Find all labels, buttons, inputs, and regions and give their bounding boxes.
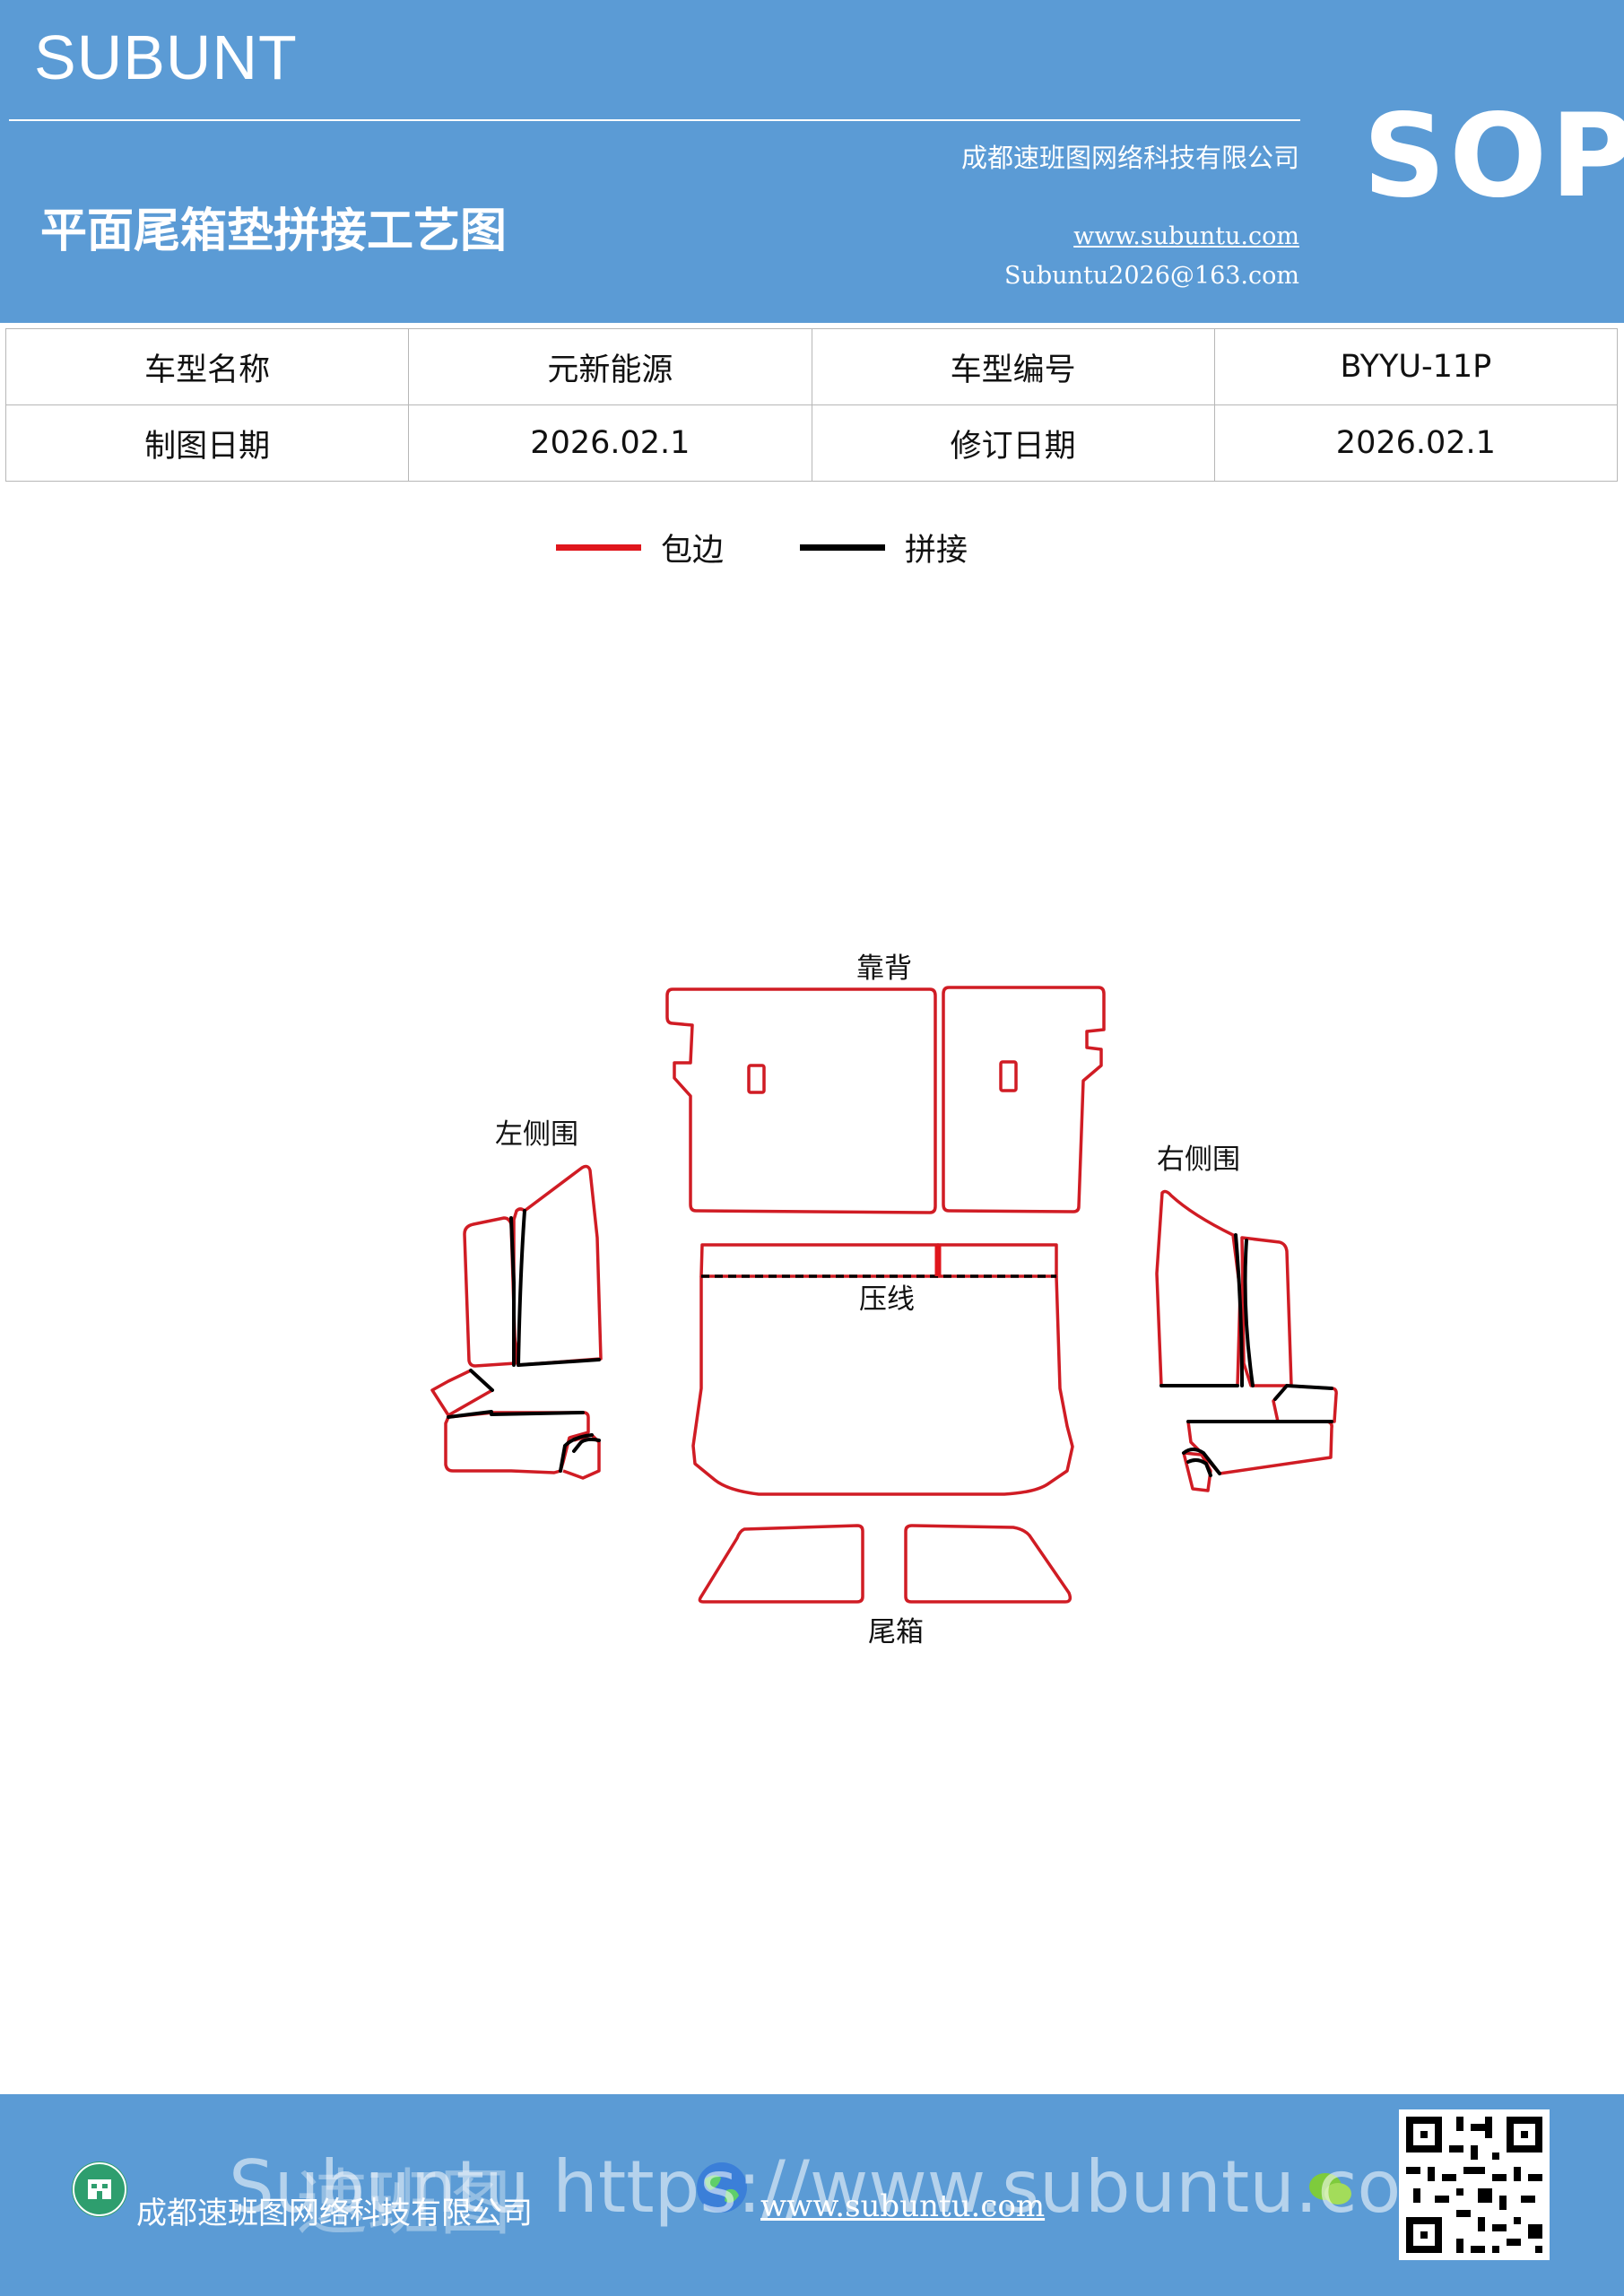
- vehicle-info-table: 车型名称 元新能源 车型编号 BYYU-11P 制图日期 2026.02.1 修…: [4, 328, 1619, 482]
- right-side-rear: [1240, 1236, 1293, 1387]
- left-splice-seam-inner: [517, 1209, 526, 1367]
- sop-badge: SOP: [1363, 90, 1624, 223]
- trunk-floor-piece-right: [936, 1243, 1058, 1278]
- trunk-floor-piece: [699, 1243, 940, 1278]
- red-line-swatch: [556, 544, 641, 551]
- watermark-overlay: 速班图: [296, 2161, 511, 2245]
- legend-binding: 包边: [556, 525, 724, 570]
- drawing-date-label: 制图日期: [4, 404, 410, 482]
- label-trunk: 尾箱: [868, 1616, 924, 1648]
- legend-splice: 拼接: [800, 525, 968, 570]
- table-row: 制图日期 2026.02.1 修订日期 2026.02.1: [4, 404, 1619, 482]
- right-splice-seam-step: [1273, 1383, 1333, 1401]
- right-splice-seam-tail-2: [1186, 1457, 1212, 1477]
- header-divider: [9, 119, 1300, 121]
- table-row: 车型名称 元新能源 车型编号 BYYU-11P: [4, 328, 1619, 405]
- website-link[interactable]: www.subuntu.com: [1073, 222, 1299, 250]
- model-name-value: 元新能源: [408, 328, 812, 405]
- footer-banner: [0, 2094, 1624, 2296]
- globe-icon: [694, 2160, 750, 2215]
- label-left-side: 左侧围: [495, 1118, 578, 1151]
- backrest-left-slot: [747, 1064, 766, 1094]
- left-splice-seam-tail: [559, 1433, 594, 1473]
- right-side-bottom-tail: [1182, 1451, 1212, 1492]
- label-backrest: 靠背: [856, 952, 912, 985]
- drawing-date-value: 2026.02.1: [408, 404, 812, 482]
- footer-website-link[interactable]: www.subuntu.com: [760, 2188, 1046, 2224]
- revision-date-label: 修订日期: [811, 404, 1215, 482]
- left-splice-seam-bottom: [447, 1410, 493, 1419]
- backrest-right-piece: [942, 986, 1106, 1213]
- left-side-upper: [512, 1164, 603, 1367]
- email-address: Subuntu2026@163.com: [1004, 262, 1299, 290]
- header-banner: SUBUNT 成都速班图网络科技有限公司 平面尾箱垫拼接工艺图 www.subu…: [0, 0, 1624, 323]
- left-side-rear: [463, 1216, 517, 1368]
- left-splice-seam-tail-2: [572, 1437, 601, 1453]
- right-splice-seam-outer: [1234, 1233, 1244, 1387]
- left-splice-seam-outer: [509, 1216, 516, 1367]
- backrest-right-slot: [999, 1060, 1018, 1092]
- right-splice-seam-tail: [1182, 1448, 1221, 1475]
- backrest-left-piece: [665, 987, 937, 1214]
- right-side-upper: [1155, 1189, 1242, 1387]
- legend-binding-label: 包边: [661, 533, 725, 569]
- brand-logo-text: SUBUNT: [34, 22, 298, 92]
- black-line-swatch: [800, 544, 885, 551]
- footer-company-name: 成都速班图网络科技有限公司: [136, 2196, 533, 2231]
- footer-watermark: Subuntu https://www.subuntu.com 速班图: [229, 2145, 1472, 2245]
- model-name-label: 车型名称: [4, 328, 410, 405]
- model-code-value: BYYU-11P: [1213, 328, 1619, 405]
- trunk-left-piece: [698, 1524, 864, 1604]
- label-crease: 压线: [859, 1283, 915, 1316]
- left-splice-seam-upper: [517, 1358, 601, 1367]
- qr-code: [1399, 2109, 1550, 2260]
- company-name: 成都速班图网络科技有限公司: [960, 143, 1299, 173]
- revision-date-value: 2026.02.1: [1213, 404, 1619, 482]
- left-side-lower: [430, 1369, 494, 1417]
- watermark-text: Subuntu https://www.subuntu.com: [229, 2145, 1472, 2229]
- trunk-floor-main: [691, 1275, 1074, 1496]
- trunk-right-piece: [904, 1524, 1073, 1604]
- document-title: 平面尾箱垫拼接工艺图: [40, 204, 508, 258]
- right-splice-seam-inner: [1243, 1239, 1255, 1387]
- legend-splice-label: 拼接: [905, 533, 968, 569]
- left-splice-seam-mid: [469, 1369, 494, 1392]
- wechat-icon: [1302, 2161, 1358, 2217]
- model-code-label: 车型编号: [811, 328, 1215, 405]
- right-side-bottom: [1186, 1420, 1333, 1475]
- left-splice-seam-lower: [490, 1411, 585, 1416]
- label-right-side: 右侧围: [1157, 1144, 1240, 1176]
- building-icon: [72, 2161, 127, 2217]
